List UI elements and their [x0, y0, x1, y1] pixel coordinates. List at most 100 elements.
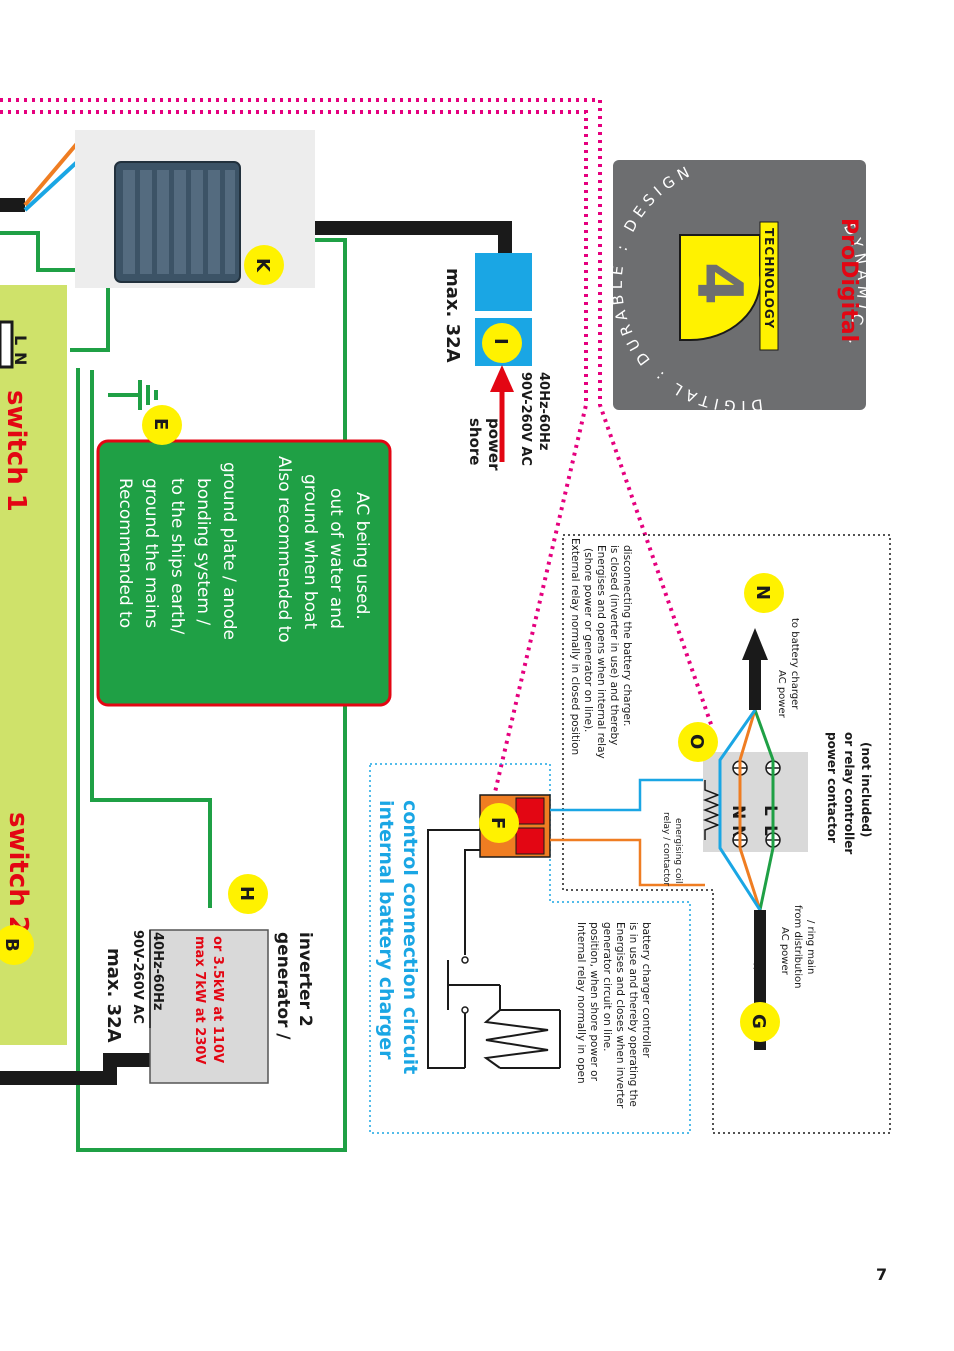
earth-symbol: [108, 380, 158, 410]
svg-text:External relay normally in clo: External relay normally in closed positi…: [569, 538, 581, 755]
marker-f: F: [479, 803, 519, 843]
svg-text:H: H: [236, 886, 257, 901]
svg-text:Energises and closes when inve: Energises and closes when inverter: [614, 922, 626, 1109]
svg-text:Internal relay normally in ope: Internal relay normally in open: [575, 922, 587, 1084]
svg-text:G: G: [748, 1014, 769, 1029]
svg-text:O: O: [686, 734, 707, 749]
shore-label-1: shore: [466, 418, 484, 465]
logo-four: 4: [683, 262, 756, 305]
coil-label-2: energising coil: [673, 818, 683, 883]
magenta-control-line-1: [0, 98, 714, 728]
generator-label-1: generator /: [273, 932, 293, 1040]
svg-text:Recommended to: Recommended to: [115, 478, 135, 628]
svg-text:Energises and opens when inter: Energises and opens when internal relay: [595, 545, 607, 759]
logo-brand: ProDigital: [836, 218, 861, 342]
svg-text:is in use and thereby operatin: is in use and thereby operating the: [627, 922, 639, 1107]
black-cable-shore: [310, 221, 512, 255]
ac-in-label-2: from distribution: [792, 905, 803, 988]
svg-text:ground plate / anode: ground plate / anode: [219, 462, 239, 640]
page-number: 7: [876, 1265, 887, 1284]
marker-g: G: [740, 1002, 780, 1042]
internal-circuit-title-2: control connection circuit: [399, 800, 421, 1074]
ac-in-label-1: AC power: [779, 927, 790, 976]
recommendation-box: [96, 439, 392, 707]
generator-label-2: inverter 2: [295, 932, 315, 1027]
green-wire-generator: [90, 370, 212, 908]
svg-text:battery charger controller: battery charger controller: [640, 922, 652, 1058]
shore-arrow-head: [490, 365, 514, 392]
shore-socket: [475, 253, 532, 311]
svg-text:N: N: [752, 585, 773, 600]
ac-out-label-1: AC power: [776, 670, 787, 719]
ac-in-label-3: / ring main: [805, 920, 816, 974]
ac-out-label-2: to battery charger: [789, 618, 800, 710]
svg-text:L: L: [760, 805, 780, 816]
recommendation-text: Recommended to ground the mains to the s…: [115, 456, 372, 643]
generator-rating-2: or 3.5kW at 110V: [210, 936, 225, 1063]
svg-text:ground when boat: ground when boat: [300, 474, 320, 629]
terminal-n: N: [11, 352, 30, 365]
svg-text:B: B: [1, 938, 22, 952]
internal-relay-note: Internal relay normally in open position…: [575, 922, 652, 1109]
generator-rating-1: max 7kW at 230V: [192, 936, 207, 1065]
svg-text:K: K: [252, 258, 273, 273]
svg-text:F: F: [487, 817, 508, 829]
svg-text:generator circuit on line.: generator circuit on line.: [601, 922, 613, 1051]
external-relay-box: [562, 534, 891, 1134]
marker-n: N: [744, 573, 784, 613]
switch1-terminal-block: [0, 320, 14, 369]
shore-spec-1: 90V-260V AC: [518, 372, 533, 466]
svg-text:disconnecting the battery char: disconnecting the battery charger.: [621, 545, 633, 727]
contactor-label-3: (not included): [859, 742, 873, 837]
ac-wire-orange: [738, 709, 762, 911]
logo-tech-bar: [759, 221, 779, 351]
ac-out-arrow: [742, 628, 768, 660]
svg-text:bonding system /: bonding system /: [193, 478, 213, 625]
internal-circuit-title-1: internal battery charger: [375, 800, 397, 1060]
marker-h: H: [228, 874, 268, 914]
svg-text:is closed (inverter in use) an: is closed (inverter in use) and thereby: [608, 545, 620, 745]
ac-wire-blue: [718, 709, 762, 911]
svg-text:AC being used.: AC being used.: [352, 492, 372, 620]
green-wire-loop: [76, 368, 347, 1152]
generator-spec-2: 40Hz-60Hz: [150, 932, 165, 1010]
generator-max: max. 32A: [103, 948, 124, 1043]
shore-max: max. 32A: [442, 268, 463, 363]
switch-panel: [0, 285, 67, 1045]
external-relay-note: External relay normally in closed positi…: [569, 538, 633, 759]
svg-text:position, when shore power or: position, when shore power or: [588, 922, 600, 1082]
switch-2-label: switch 2: [3, 812, 33, 934]
contactor-label-2: or relay controller: [842, 732, 856, 854]
coil-label-1: relay / contactor: [661, 812, 671, 886]
internal-circuit-box: [369, 763, 691, 1134]
ac-in-chevrons: »: [747, 962, 768, 974]
generator-box: [149, 929, 269, 1084]
svg-text:ground the mains: ground the mains: [141, 478, 161, 628]
marker-k: K: [244, 245, 284, 285]
shore-label-2: power: [485, 418, 503, 471]
switch-1-label: switch 1: [1, 390, 31, 512]
marker-b: B: [0, 925, 34, 965]
contactor-label-1: power contactor: [825, 732, 839, 843]
svg-text:to the ships earth/: to the ships earth/: [167, 478, 187, 634]
black-cable-generator: [0, 1053, 150, 1085]
coil-wire-blue: [550, 778, 705, 812]
marker-e: E: [142, 405, 182, 445]
svg-text:N: N: [728, 805, 748, 819]
logo-tech-text: TECHNOLOGY: [762, 228, 776, 329]
ac-wire-green: [753, 709, 775, 911]
svg-text:I: I: [490, 338, 511, 345]
internal-relay-symbol: [427, 829, 561, 1069]
contactor-coil-symbol: [702, 780, 721, 840]
terminal-l: L: [11, 335, 30, 345]
svg-text:E: E: [150, 418, 171, 430]
coil-wire-orange: [550, 838, 705, 887]
svg-text:Also recommended to: Also recommended to: [274, 456, 294, 643]
svg-text:out of water and: out of water and: [326, 488, 346, 629]
marker-o: O: [678, 722, 718, 762]
svg-text:L: L: [760, 825, 780, 836]
green-wire-right: [308, 235, 347, 440]
svg-text:(shore power or generator on l: (shore power or generator on line).: [582, 548, 594, 732]
marker-i: I: [482, 323, 522, 363]
